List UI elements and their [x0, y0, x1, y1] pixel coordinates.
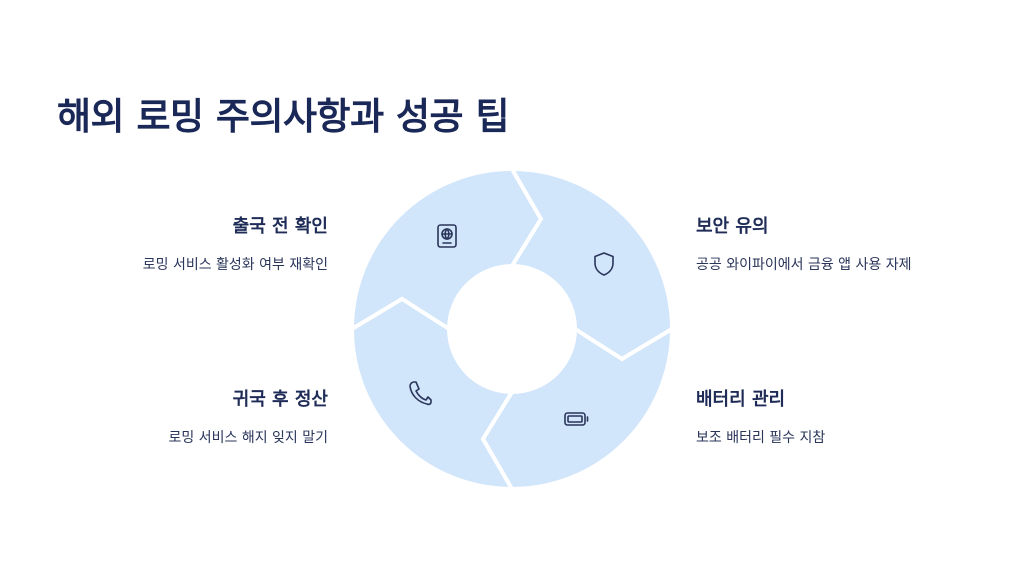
segment-bottom-right: [480, 325, 675, 492]
segment-top-right: [508, 166, 675, 362]
shield-icon: [594, 252, 614, 276]
item-title: 보안 유의: [696, 216, 769, 237]
page-title: 해외 로밍 주의사항과 성공 팁: [57, 95, 510, 138]
item-title: 배터리 관리: [696, 389, 786, 410]
item-title: 귀국 후 정산: [232, 389, 328, 410]
item-description: 공공 와이파이에서 금융 앱 사용 자제: [696, 257, 912, 273]
item-after-return: 귀국 후 정산 로밍 서비스 해지 잊지 말기: [28, 385, 328, 447]
item-description: 보조 배터리 필수 지참: [696, 430, 826, 446]
ring-segments: [349, 166, 675, 492]
item-battery: 배터리 관리 보조 배터리 필수 지참: [696, 385, 996, 447]
item-security: 보안 유의 공공 와이파이에서 금융 앱 사용 자제: [696, 212, 996, 274]
battery-icon: [564, 412, 589, 426]
passport-icon: [437, 224, 457, 248]
item-description: 로밍 서비스 해지 잊지 말기: [168, 430, 328, 446]
item-description: 로밍 서비스 활성화 여부 재확인: [142, 257, 328, 273]
phone-icon: [409, 381, 432, 406]
segment-top-left: [349, 166, 544, 333]
item-before-departure: 출국 전 확인 로밍 서비스 활성화 여부 재확인: [28, 212, 328, 274]
segment-bottom-left: [349, 296, 516, 492]
item-title: 출국 전 확인: [232, 216, 328, 237]
